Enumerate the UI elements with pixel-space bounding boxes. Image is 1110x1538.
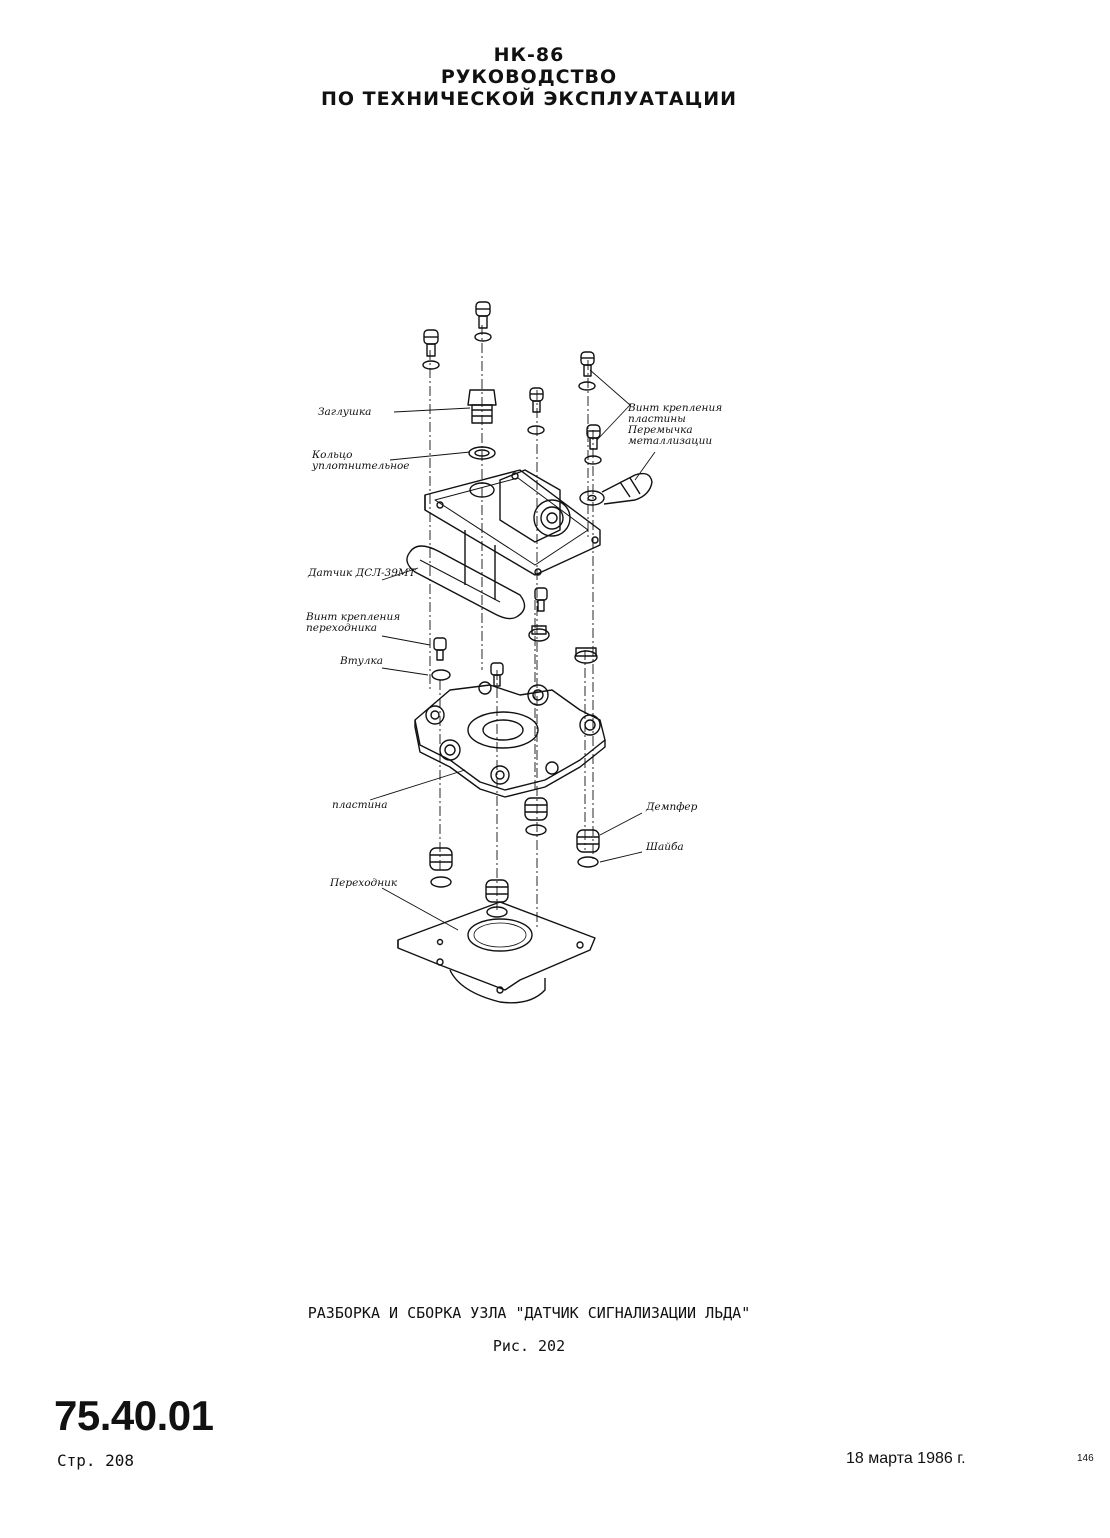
label-plug: Заглушка bbox=[318, 406, 372, 418]
screw-group-top bbox=[422, 301, 602, 465]
document-header: НК-86 РУКОВОДСТВО ПО ТЕХНИЧЕСКОЙ ЭКСПЛУА… bbox=[0, 44, 1058, 110]
label-sensor: Датчик ДСЛ-39МТ bbox=[308, 567, 416, 579]
label-adapter-screw: Винт крепления переходника bbox=[306, 611, 401, 634]
mounting-plate bbox=[414, 681, 606, 798]
figure-title: РАЗБОРКА И СБОРКА УЗЛА "ДАТЧИК СИГНАЛИЗА… bbox=[307, 1304, 751, 1322]
sensor-housing bbox=[406, 469, 601, 620]
sheet-number: 146 bbox=[1077, 1453, 1094, 1464]
revision-date: 18 марта 1986 г. bbox=[846, 1450, 966, 1467]
label-washer: Шайба bbox=[646, 841, 684, 853]
damper-group bbox=[429, 797, 600, 918]
adapter-part bbox=[397, 901, 596, 1004]
label-plate: пластина bbox=[332, 799, 388, 811]
label-damper: Демпфер bbox=[646, 801, 698, 813]
label-plate-screw-jumper: Винт крепления пластины Перемычка металл… bbox=[628, 402, 723, 447]
exploded-assembly-figure: Заглушка Кольцо уплотнительное Датчик ДС… bbox=[290, 290, 760, 1010]
aircraft-model: НК-86 bbox=[493, 44, 565, 66]
page-number: Стр. 208 bbox=[57, 1451, 135, 1470]
manual-title-line2: ПО ТЕХНИЧЕСКОЙ ЭКСПЛУАТАЦИИ bbox=[320, 88, 738, 110]
bushing-group bbox=[431, 587, 598, 687]
label-adapter: Переходник bbox=[330, 877, 398, 889]
manual-title-line1: РУКОВОДСТВО bbox=[440, 66, 618, 88]
metallization-jumper bbox=[579, 472, 653, 506]
document-number: 75.40.01 bbox=[54, 1392, 214, 1439]
figure-number: Рис. 202 bbox=[492, 1337, 566, 1355]
plug-part bbox=[467, 389, 497, 460]
label-seal-ring: Кольцо уплотнительное bbox=[312, 449, 410, 472]
exploded-assembly-drawing bbox=[369, 301, 656, 1004]
label-bushing: Втулка bbox=[340, 655, 383, 667]
